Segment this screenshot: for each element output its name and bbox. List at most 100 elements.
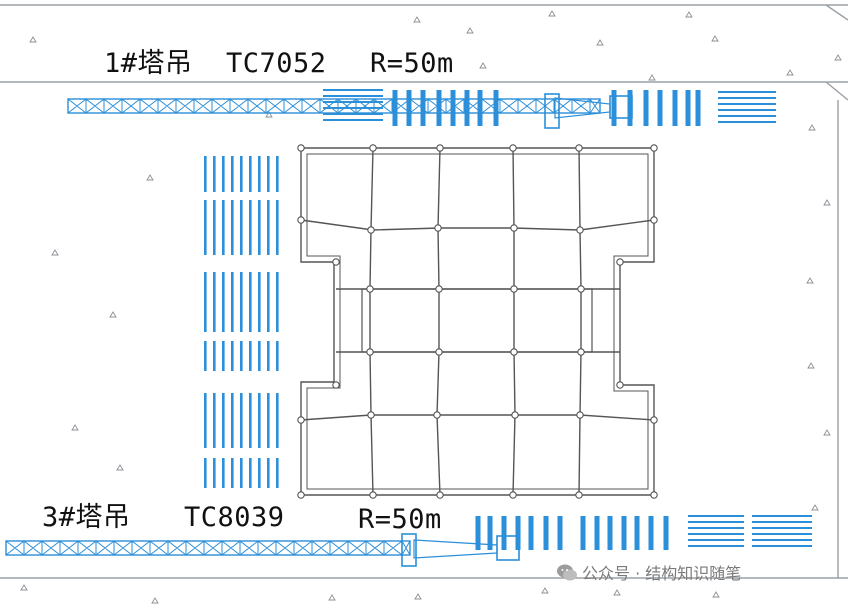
crane-mast	[401, 533, 417, 567]
column-node	[509, 491, 517, 499]
crane-jib	[5, 540, 411, 556]
material-bar	[231, 156, 234, 192]
column-node	[297, 491, 305, 499]
triangle-mark	[685, 11, 693, 18]
material-bar	[222, 458, 225, 488]
triangle-mark	[596, 39, 604, 46]
material-bar	[231, 272, 234, 332]
material-bar	[323, 95, 383, 97]
material-bar	[323, 101, 383, 103]
tower-crane-1	[67, 89, 776, 129]
triangle-mark	[823, 429, 831, 436]
material-bar	[594, 516, 600, 550]
material-bar	[240, 393, 243, 448]
wechat-icon	[557, 564, 577, 581]
triangle-mark	[413, 16, 421, 23]
material-bar	[672, 90, 678, 126]
material-bar	[231, 458, 234, 488]
material-bar	[634, 516, 640, 550]
column-node	[616, 258, 624, 266]
material-bar	[323, 119, 383, 121]
material-bar	[276, 272, 279, 332]
material-bar	[515, 516, 521, 550]
material-bar	[204, 272, 207, 332]
material-bar	[204, 458, 207, 488]
material-bar	[643, 90, 649, 126]
crane3-model: TC8039	[184, 502, 285, 533]
column-node	[332, 258, 340, 266]
material-bar	[493, 90, 499, 126]
column-node	[577, 285, 585, 293]
material-bar	[663, 516, 669, 550]
column-node	[511, 411, 519, 419]
triangle-mark	[834, 54, 842, 61]
material-bar	[267, 156, 270, 192]
grid-line	[300, 414, 655, 421]
crane3-name: 3#塔吊	[42, 502, 131, 533]
material-bar	[688, 521, 744, 523]
material-bar	[204, 156, 207, 192]
column-node	[369, 491, 377, 499]
material-bar	[752, 521, 812, 523]
material-bar	[267, 393, 270, 448]
material-bar	[267, 341, 270, 371]
material-bar	[213, 458, 216, 488]
column-node	[576, 411, 584, 419]
column-node	[433, 411, 441, 419]
material-bar	[323, 107, 383, 109]
column-node	[297, 416, 305, 424]
material-bar	[685, 90, 691, 126]
material-bar	[222, 200, 225, 255]
triangle-mark	[51, 249, 59, 256]
crane1-name: 1#塔吊	[104, 48, 193, 79]
material-bar	[752, 545, 812, 547]
material-bar	[249, 200, 252, 255]
material-bar	[688, 515, 744, 517]
material-bar	[213, 272, 216, 332]
material-bar	[657, 90, 663, 126]
material-bar	[267, 458, 270, 488]
material-bar	[543, 516, 549, 550]
material-bar	[213, 156, 216, 192]
material-bar	[752, 533, 812, 535]
grid-line	[300, 219, 655, 231]
material-bar	[204, 341, 207, 371]
material-bar	[249, 341, 252, 371]
material-bar	[420, 90, 426, 126]
column-node	[616, 381, 624, 389]
tower-crane-3	[5, 515, 812, 567]
material-bar	[323, 113, 383, 115]
material-bar	[249, 156, 252, 192]
triangle-mark	[613, 589, 621, 596]
triangle-mark	[712, 591, 720, 598]
grid-line	[436, 147, 441, 496]
material-stacks	[204, 156, 279, 488]
material-bar	[267, 272, 270, 332]
triangle-mark	[109, 311, 117, 318]
material-bar	[406, 90, 412, 126]
column-node	[332, 381, 340, 389]
column-node	[575, 491, 583, 499]
material-bar	[213, 200, 216, 255]
triangle-mark	[146, 174, 154, 181]
material-bar	[718, 115, 776, 117]
material-bar	[258, 200, 261, 255]
counter-jib	[554, 97, 611, 119]
material-bar	[258, 341, 261, 371]
column-node	[510, 285, 518, 293]
material-bar	[688, 545, 744, 547]
material-bar	[718, 91, 776, 93]
triangle-mark	[823, 199, 831, 206]
material-bar	[204, 200, 207, 255]
triangle-mark	[116, 464, 124, 471]
triangle-mark	[807, 362, 815, 369]
material-bar	[240, 156, 243, 192]
material-bar	[688, 539, 744, 541]
material-bar	[204, 393, 207, 448]
material-bar	[240, 272, 243, 332]
column-node	[650, 216, 658, 224]
material-bar	[222, 156, 225, 192]
material-bar	[688, 533, 744, 535]
triangle-mark	[648, 74, 656, 81]
